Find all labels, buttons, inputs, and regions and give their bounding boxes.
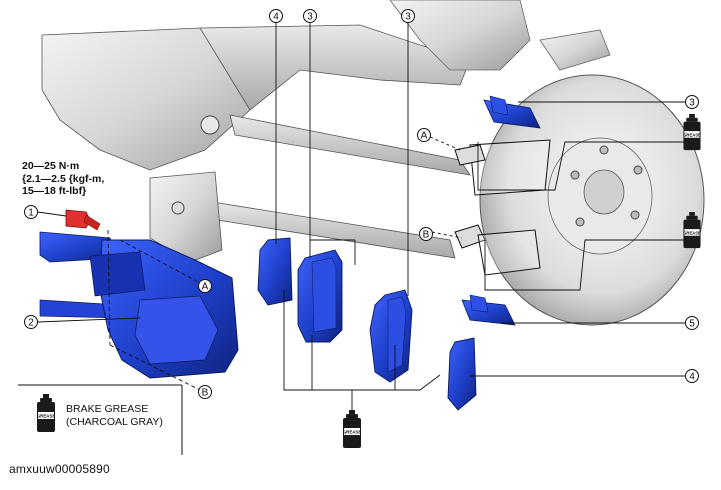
wheel-stud [575,217,585,227]
document-id: amxuuw00005890 [9,462,110,476]
callout-c5: 5 [685,316,699,330]
leader-lines [37,22,690,410]
callout-c3c: 3 [685,95,699,109]
brake-pad-right [369,289,413,383]
callout-c3b: 3 [401,9,415,23]
subframe-arm [199,24,471,111]
torque-line-kgfm: {2.1—2.5 {kgf-m, [22,172,105,185]
ref-circle [198,279,212,293]
callout-number: 3 [307,12,313,23]
callout-number: 4 [689,372,695,383]
callout-c2: 2 [24,315,38,329]
bracket-clip-lower [461,294,516,326]
legend-frame [18,384,183,455]
caliper-guide [89,251,146,297]
legend-line-1: BRAKE GREASE [66,403,149,415]
bracket-clip-upper [483,95,541,129]
callout-number: 3 [405,12,411,23]
grease-can-group: GREASE GREASE GREASE GREASE [37,114,701,448]
brake-caliper [39,231,239,379]
callout-circle [24,315,38,329]
grease-can-icon: GREASE [37,394,56,432]
callout-circle [685,95,699,109]
torque-specification: 20—25 N·m {2.1—2.5 {kgf-m, 15—18 ft-lbf} [22,160,104,198]
grease-can-label: GREASE [683,132,701,137]
grease-can-icon: GREASE [683,212,701,249]
ref-point-a_caliper: A [198,279,212,293]
grease-can-label: GREASE [343,430,362,435]
torque-line-ftlbf: 15—18 ft-lbf} [22,185,87,197]
bracket-bolt [171,201,185,215]
coil-spring-area [389,0,531,71]
ref-letter: B [423,230,430,241]
wheel-stud [630,210,640,220]
callout-number: 3 [689,98,695,109]
brake-pad-left [297,249,343,343]
ref-point-b_bracket: B [419,227,433,241]
callout-c4a: 4 [269,9,283,23]
caliper-bracket [454,139,551,276]
caliper-piston-face [134,295,219,365]
ref-point-a_bracket: A [417,128,431,142]
callout-c4b: 4 [685,369,699,383]
callout-number: 5 [689,319,695,330]
wheel-stud [599,145,609,155]
grease-can-label: GREASE [683,230,701,235]
grease-can-icon: GREASE [683,114,701,151]
callout-circle [269,9,283,23]
subframe-bushing [200,115,220,135]
lower-link [199,199,456,259]
torque-line-nm: 20—25 N·m [22,160,80,172]
grease-legend: BRAKE GREASE (CHARCOAL GRAY) [66,403,163,429]
callout-circle [685,369,699,383]
callout-circle [685,316,699,330]
grease-can-label: GREASE [37,414,56,419]
ref-circle [417,128,431,142]
disc-hub [583,169,625,215]
callout-c3a: 3 [303,9,317,23]
brake-disc [479,29,705,326]
callout-number: 1 [28,208,34,219]
hub-top [539,29,611,71]
suspension-background [41,0,531,263]
callout-circle [401,9,415,23]
callout-circle [303,9,317,23]
grease-can-icon: GREASE [343,410,362,448]
brake-hose [39,231,119,263]
callout-c1: 1 [24,205,38,219]
ref-letter: B [202,388,209,399]
ref-point-b_caliper: B [198,385,212,399]
wheel-stud [633,165,643,175]
wheel-stud [570,170,580,180]
pad-shim-right [447,337,477,411]
caliper-mount-bracket-arm [149,171,223,263]
legend-line-2: (CHARCOAL GRAY) [66,416,163,428]
upper-control-arm [229,114,471,176]
ref-letter: A [202,282,209,293]
callout-number: 2 [28,318,34,329]
callout-number: 4 [273,12,279,23]
caliper-bolt [65,209,101,231]
ref-letter: A [421,131,428,142]
callout-circle [24,205,38,219]
pad-shim-left [257,237,293,306]
ref-circle [419,227,433,241]
ref-circle [198,385,212,399]
